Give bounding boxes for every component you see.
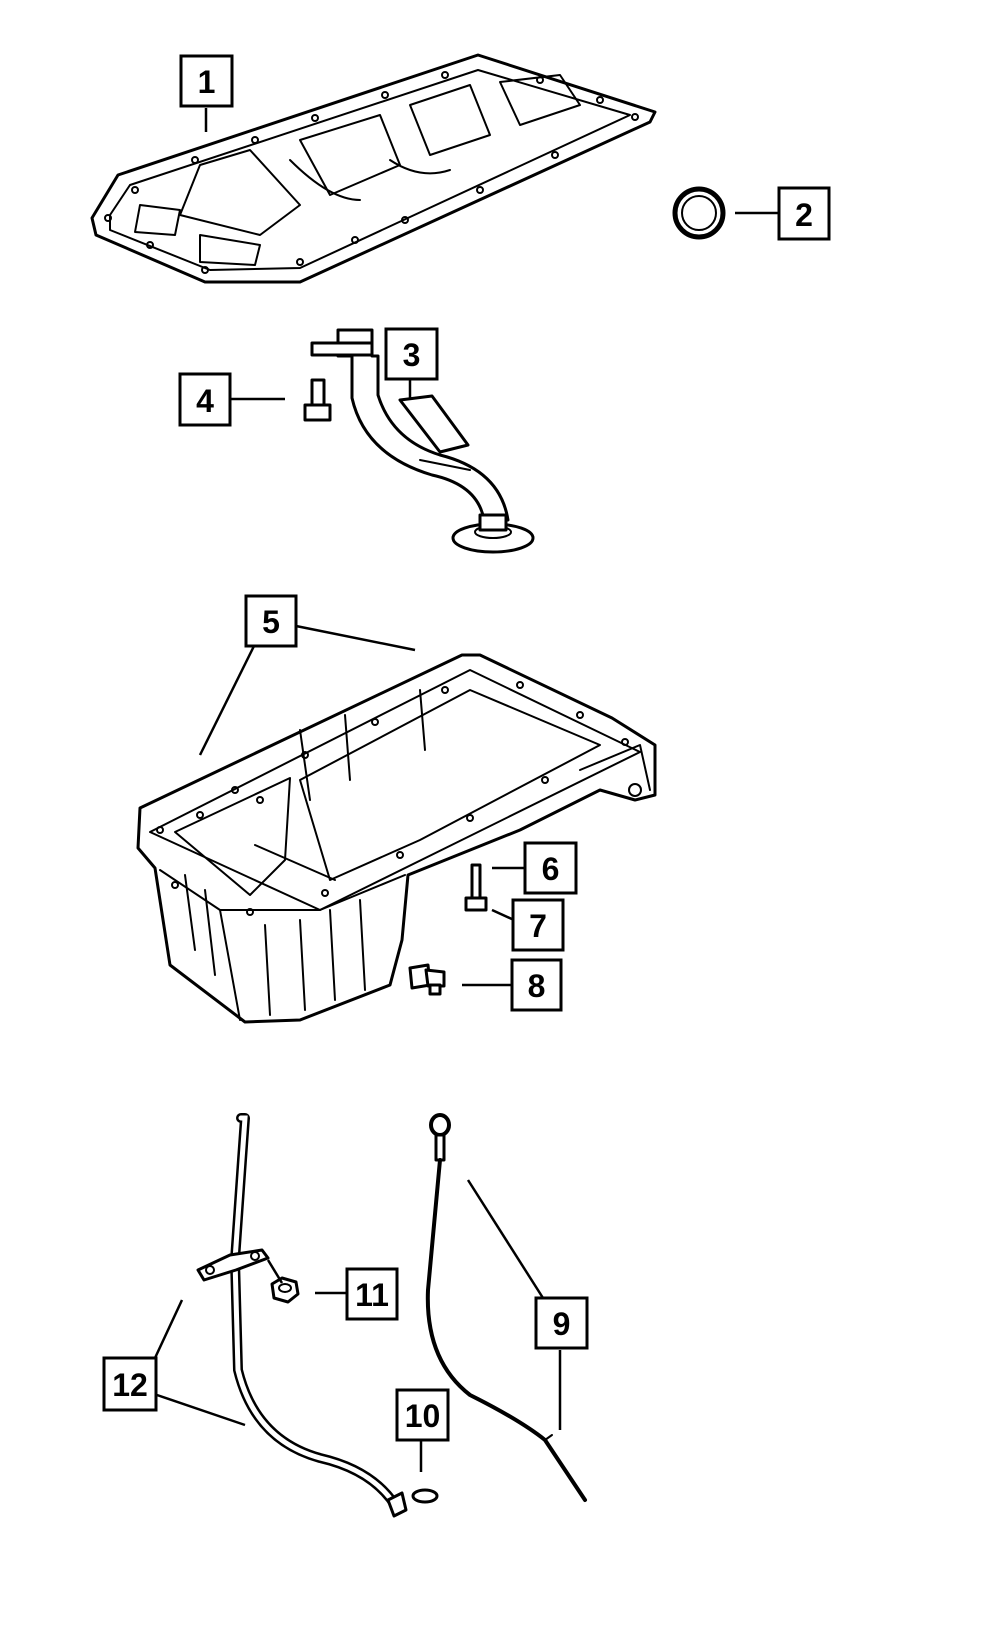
callout-label: 8	[528, 968, 546, 1004]
callout-label: 10	[405, 1398, 441, 1434]
oil-pan-gasket	[90, 53, 657, 284]
oil-pan-bolt	[464, 896, 488, 912]
callout-label: 7	[529, 908, 547, 944]
dipstick-tube-nut	[270, 1276, 300, 1304]
oil-pan-stud	[470, 863, 482, 900]
callout-8: 8	[510, 958, 563, 1012]
callout-label: 12	[112, 1367, 148, 1403]
leader-lines	[153, 108, 778, 1472]
callout-label: 2	[795, 197, 813, 233]
drain-plug	[408, 963, 446, 996]
callout-label: 11	[355, 1277, 389, 1313]
oil-pickup-tube	[310, 328, 535, 554]
callout-label: 9	[553, 1306, 571, 1342]
dipstick-tube	[196, 1113, 408, 1518]
callout-3: 3	[384, 327, 439, 381]
dipstick-tube-o-ring	[411, 1488, 439, 1504]
callout-5: 5	[244, 594, 298, 648]
o-ring-seal	[672, 186, 726, 240]
callout-11: 11	[345, 1267, 399, 1321]
callout-10: 10	[395, 1388, 450, 1442]
pickup-tube-bolt	[303, 378, 332, 422]
callout-2: 2	[777, 186, 831, 241]
oil-dipstick	[425, 1113, 587, 1502]
callout-6: 6	[523, 841, 578, 895]
callout-7: 7	[511, 898, 565, 952]
callout-label: 1	[198, 64, 216, 100]
callout-label: 4	[196, 383, 214, 419]
callout-label: 3	[403, 337, 421, 373]
callout-12: 12	[102, 1356, 158, 1412]
oil-pan	[136, 653, 657, 1024]
callout-label: 6	[542, 851, 560, 887]
callout-9: 9	[534, 1296, 589, 1350]
callout-4: 4	[178, 372, 232, 427]
callout-label: 5	[262, 604, 280, 640]
callout-1: 1	[179, 54, 234, 108]
